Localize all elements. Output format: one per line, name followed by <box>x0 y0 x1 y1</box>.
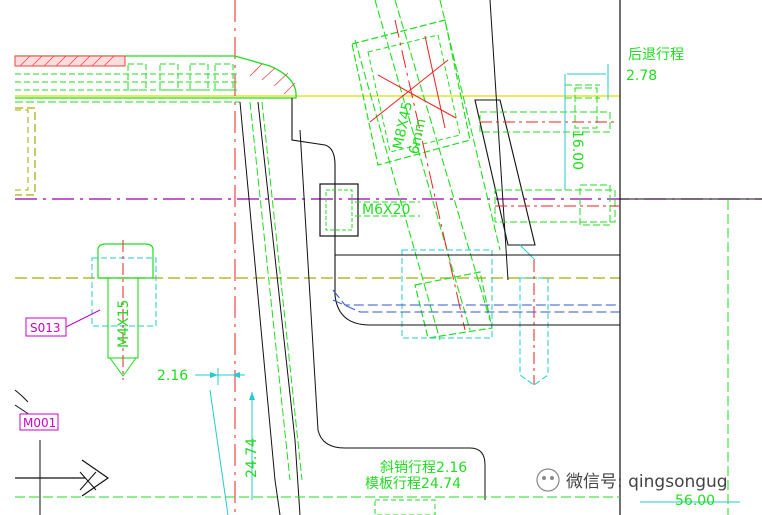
left-bolt-assembly[interactable]: M4X15 S013 <box>25 240 157 380</box>
watermark: 微信号: qingsongug <box>536 468 728 492</box>
bottom-left-origin[interactable]: M001 <box>14 389 620 515</box>
reference-lines <box>15 0 762 515</box>
stroke-notes: 斜销行程2.16 模板行程24.74 <box>365 460 467 515</box>
centerline-screw[interactable]: M6X20 <box>319 183 420 237</box>
retreat-stroke-value: 2.78 <box>626 68 657 84</box>
dimension-16: 16.00 <box>569 130 585 170</box>
bolt-label-mid: M6X20 <box>362 202 410 218</box>
tag-m001: M001 <box>23 416 56 430</box>
dimension-2-16: 2.16 <box>157 368 245 385</box>
tag-s013: S013 <box>30 321 61 335</box>
dimension-24-74-text: 24.74 <box>244 438 260 478</box>
mold-plate-profile[interactable] <box>239 98 620 515</box>
note-lifter-stroke: 斜销行程2.16 <box>380 460 467 476</box>
dimension-56: 56.00 <box>640 200 740 515</box>
bolt-label-left: M4X15 <box>116 300 132 348</box>
bolt-sub-label-top: 6mm <box>406 117 429 156</box>
note-plate-stroke: 模板行程24.74 <box>365 476 461 492</box>
right-guide-block[interactable]: 后退行程 2.78 16.00 <box>474 0 684 386</box>
slider-block-top-left[interactable] <box>14 55 297 196</box>
dimension-24-74: 24.74 <box>209 389 260 515</box>
inclined-lifter-assembly[interactable]: M8X45 6mm <box>351 0 501 341</box>
retreat-stroke-label: 后退行程 <box>628 47 684 63</box>
dimension-56-text: 56.00 <box>675 493 715 509</box>
watermark-text: 微信号: qingsongug <box>566 472 728 492</box>
dimension-2-16-text: 2.16 <box>157 368 188 384</box>
